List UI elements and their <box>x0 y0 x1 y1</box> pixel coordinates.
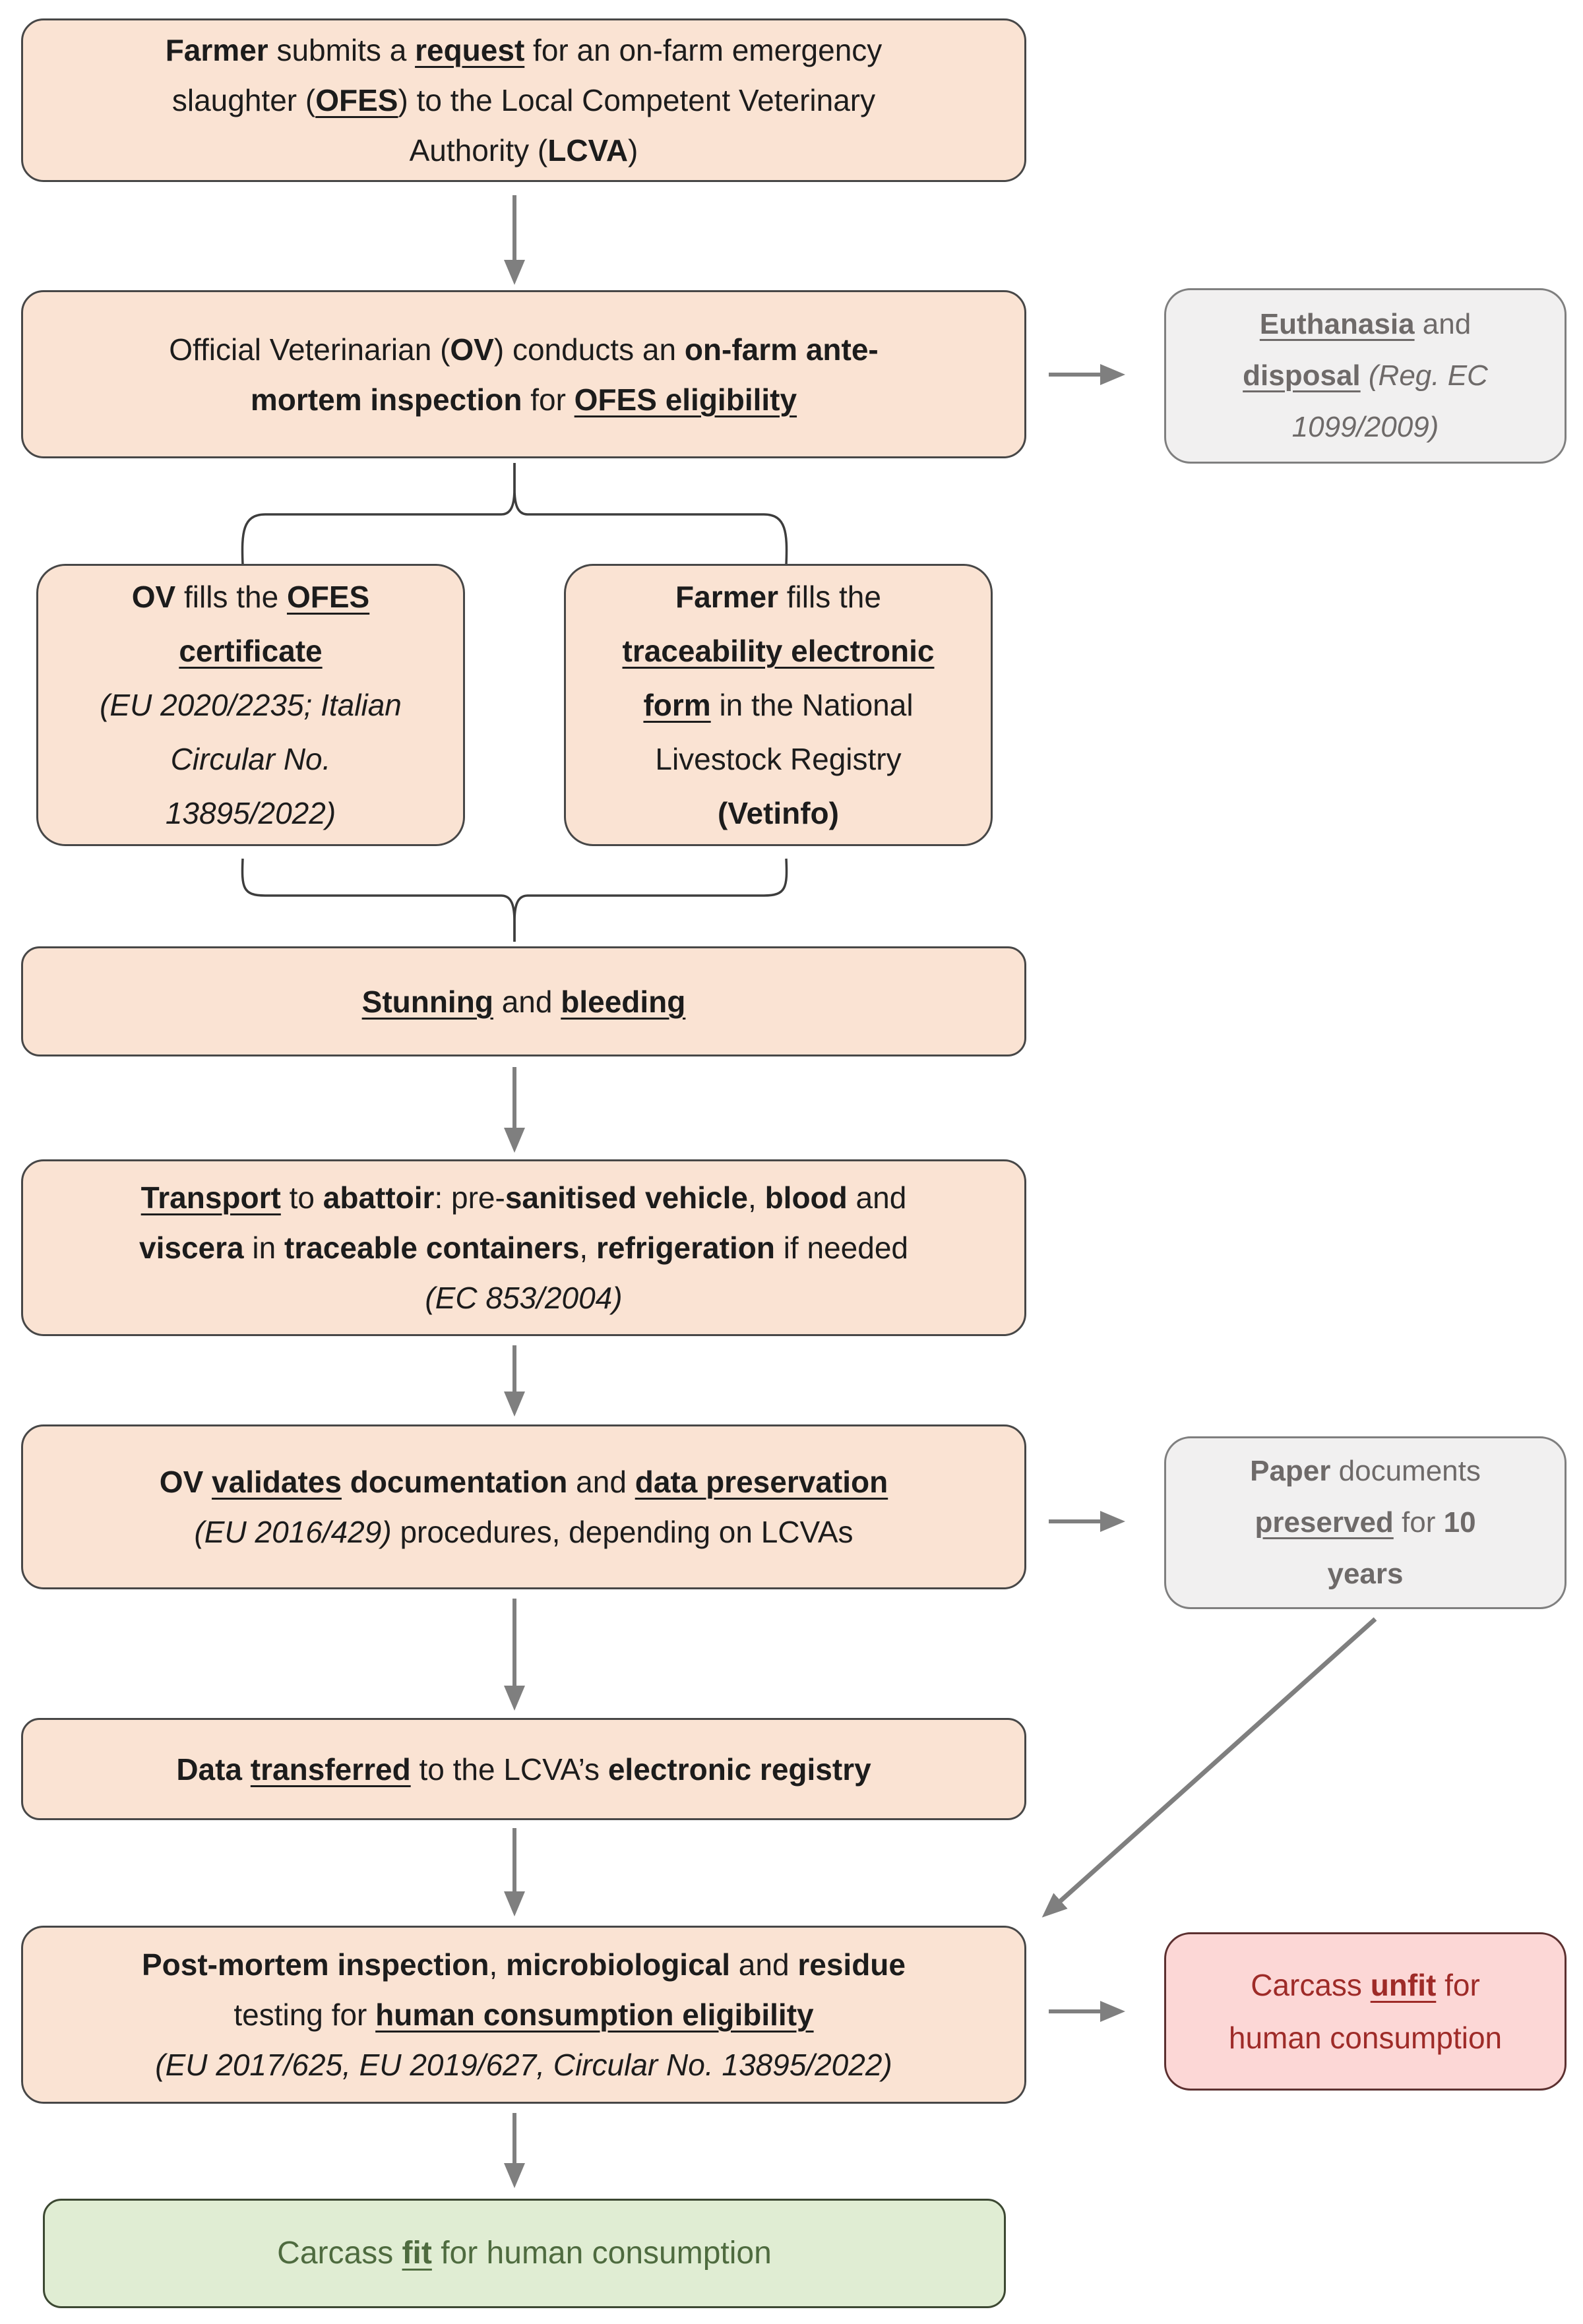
node-data-transferred: Data transferred to the LCVA’s electroni… <box>21 1718 1026 1820</box>
diagonal-arrow-paper-to-postmortem <box>1041 1617 1377 1918</box>
node-transport: Transport to abattoir: pre-sanitised veh… <box>21 1159 1026 1336</box>
connector-split-left <box>241 463 516 565</box>
node-carcass-fit: Carcass fit for human consumption <box>43 2199 1006 2308</box>
node-stunning: Stunning and bleeding <box>21 946 1026 1056</box>
node-post-mortem: Post-mortem inspection, microbiological … <box>21 1926 1026 2104</box>
connector-merge-left <box>241 858 516 942</box>
node-ov-inspection: Official Veterinarian (OV) conducts an o… <box>21 290 1026 458</box>
node-ov-validates: OV validates documentation and data pres… <box>21 1424 1026 1589</box>
node-farmer-request: Farmer submits a request for an on-farm … <box>21 18 1026 182</box>
connector-merge-right <box>513 858 788 942</box>
connector-split-right <box>513 463 788 565</box>
